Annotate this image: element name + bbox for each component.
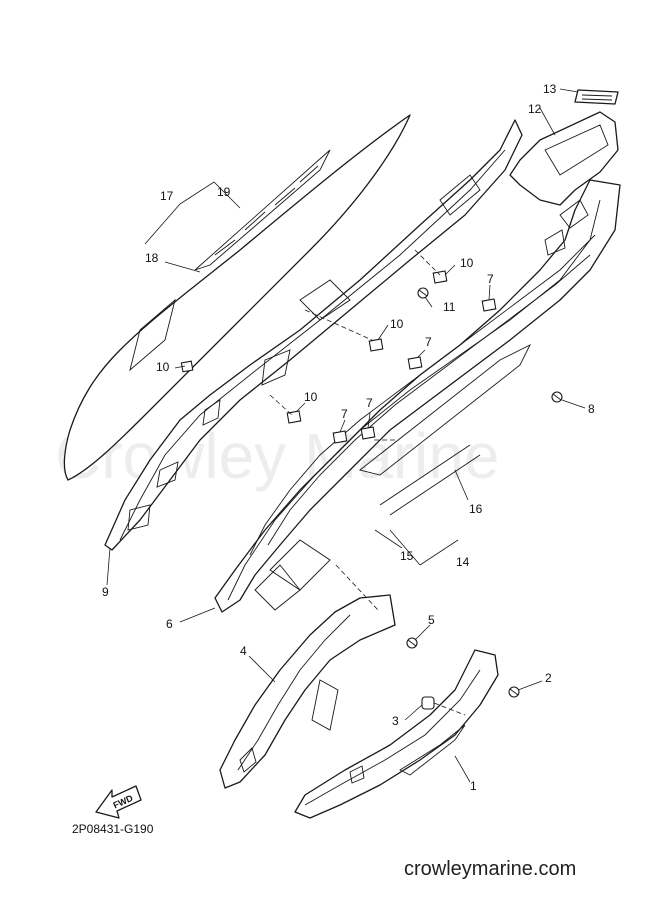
clip: [481, 298, 497, 312]
callout-8: 8: [588, 402, 595, 416]
rear-top-cover: [509, 111, 619, 206]
callout-2: 2: [545, 671, 552, 685]
callout-12: 12: [528, 102, 542, 116]
callout-17: 17: [160, 189, 174, 203]
callout-10d: 10: [156, 360, 170, 374]
callout-7b: 7: [425, 335, 432, 349]
site-url: crowleymarine.com: [404, 858, 577, 880]
emblem-decal: [574, 89, 619, 105]
clip-nut: [432, 270, 448, 284]
callout-1: 1: [470, 779, 477, 793]
clip: [407, 356, 423, 370]
callout-14: 14: [456, 555, 470, 569]
callout-15: 15: [400, 549, 414, 563]
leader-lines: [106, 88, 586, 783]
callout-18: 18: [145, 251, 159, 265]
callout-13: 13: [543, 82, 557, 96]
callout-7c: 7: [341, 407, 348, 421]
clip-nut: [368, 338, 384, 352]
collar: [421, 696, 435, 710]
side-decal-graphic: [63, 114, 411, 481]
callout-16: 16: [469, 502, 483, 516]
screw-11: [417, 287, 429, 299]
fasteners: [180, 270, 563, 710]
screw-8: [551, 391, 563, 403]
lower-side-cover: [219, 594, 396, 789]
drawing-code: 2P08431-G190: [72, 822, 154, 836]
screw-2: [508, 686, 520, 698]
callout-5: 5: [428, 613, 435, 627]
alignment-lines: [269, 249, 466, 716]
side-stripe-decals: [249, 234, 596, 611]
clip: [360, 426, 376, 440]
callout-4: 4: [240, 644, 247, 658]
callout-3: 3: [392, 714, 399, 728]
callout-7d: 7: [366, 396, 373, 410]
callout-6: 6: [166, 617, 173, 631]
fwd-arrow: FWD: [95, 785, 142, 819]
side-cover: [214, 179, 621, 613]
callout-19: 19: [217, 185, 231, 199]
callout-10c: 10: [304, 390, 318, 404]
clip: [332, 430, 348, 444]
callout-7a: 7: [487, 272, 494, 286]
watermark: Crowley Marine: [55, 420, 500, 492]
clip-nut: [180, 360, 194, 373]
lower-step-cover: [294, 649, 499, 819]
callout-11: 11: [443, 300, 456, 314]
screw-5: [406, 637, 418, 649]
callout-labels: 1 2 3 4 5 6 7 7 7 7 8 9 10 10 10 10 10 1…: [102, 82, 595, 793]
callout-10a: 10: [460, 256, 474, 270]
rear-frame-cover: [104, 119, 523, 551]
callout-9: 9: [102, 585, 109, 599]
callout-10b: 10: [390, 317, 404, 331]
